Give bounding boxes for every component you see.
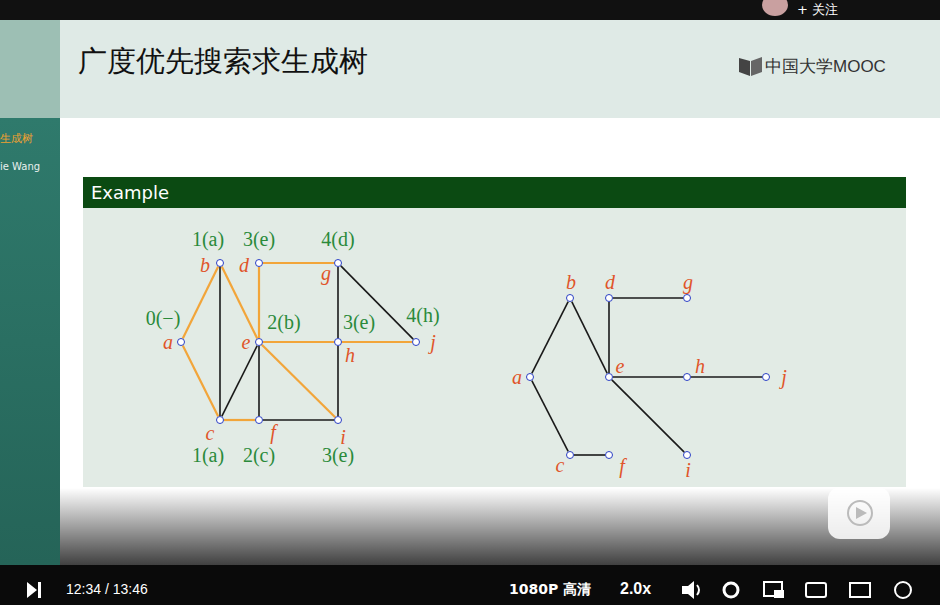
vertex-name: g — [683, 272, 693, 292]
panel-heading: Example — [91, 182, 169, 203]
author-name: ie Wang — [0, 161, 40, 172]
graph-vertex: b — [566, 294, 574, 302]
vertex-name: c — [206, 423, 215, 443]
graph-vertex: j4(h) — [412, 338, 420, 346]
graph-vertex: e2(b) — [255, 338, 263, 346]
graph-edge — [337, 267, 339, 338]
graph-edge — [222, 346, 257, 417]
follow-button: + 关注 — [797, 1, 838, 19]
bfs-label: 0(−) — [146, 308, 181, 328]
bfs-label: 3(e) — [322, 445, 354, 465]
tree-edge — [258, 267, 260, 338]
play-icon — [846, 499, 874, 527]
graph-edge — [574, 454, 605, 456]
tree-edge — [342, 341, 412, 343]
graph-edge — [263, 419, 334, 421]
graph-vertex: h3(e) — [334, 338, 342, 346]
bfs-label: 2(c) — [243, 445, 275, 465]
graph-edge — [613, 297, 683, 299]
graph-edge — [219, 267, 221, 416]
vertex-name: i — [685, 460, 691, 480]
vertex-name: d — [239, 255, 249, 275]
bfs-label: 4(d) — [321, 229, 354, 249]
graph-vertex: g — [683, 294, 691, 302]
graph-vertex: c — [566, 451, 574, 459]
bfs-label: 1(a) — [192, 445, 224, 465]
graph-vertex: f2(c) — [255, 416, 263, 424]
vertex-name: c — [556, 455, 565, 475]
graph-vertex: h — [683, 373, 691, 381]
graph-edge — [258, 346, 260, 416]
bfs-label: 1(a) — [192, 229, 224, 249]
vertex-name: f — [619, 456, 625, 476]
graph-vertex: i — [683, 451, 691, 459]
graph-edge — [532, 381, 568, 452]
vertex-name: a — [163, 332, 173, 352]
vertex-name: i — [340, 427, 346, 447]
graph-edge — [613, 376, 683, 378]
graph-vertex: d3(e) — [255, 259, 263, 267]
graph-edge — [608, 302, 610, 373]
tree-edge — [224, 419, 255, 421]
tree-edge — [263, 341, 334, 343]
bfs-label: 3(e) — [243, 229, 275, 249]
vertex-name: h — [345, 345, 355, 365]
vertex-name: j — [430, 332, 436, 352]
graph-vertex: j — [762, 373, 770, 381]
bfs-label: 3(e) — [343, 312, 375, 332]
tree-edge — [222, 267, 257, 339]
graph-vertex: g4(d) — [334, 259, 342, 267]
vertex-name: j — [781, 367, 787, 387]
graph-vertex: c1(a) — [216, 416, 224, 424]
bottom-shade — [60, 488, 940, 565]
graph-vertex: d — [605, 294, 613, 302]
graph-edge — [532, 302, 568, 374]
graph-vertex: i3(e) — [334, 416, 342, 424]
example-panel: Examplea0(−)b1(a)d3(e)g4(d)e2(b)h3(e)j4(… — [83, 177, 906, 487]
slide-title: 广度优先搜索求生成树 — [78, 42, 368, 82]
vertex-name: f — [270, 422, 276, 442]
quality-button: 1080P 高清 — [509, 581, 591, 599]
vertex-name: e — [616, 356, 625, 376]
bfs-label: 4(h) — [406, 305, 439, 325]
graph-edge — [691, 376, 762, 378]
sidebar — [0, 118, 60, 565]
vertex-name: a — [512, 367, 522, 387]
tree-edge — [183, 346, 218, 417]
graph-vertex: a0(−) — [177, 338, 185, 346]
vertex-name: d — [605, 272, 615, 292]
graph-vertex: b1(a) — [216, 259, 224, 267]
time-display: 12:34 / 13:46 — [66, 581, 148, 597]
graph-edge — [337, 346, 339, 416]
graph-vertex: e — [605, 373, 613, 381]
graph-edge — [572, 302, 607, 374]
logo-text: 中国大学MOOC — [765, 55, 886, 78]
logo-icon — [738, 55, 764, 77]
sidebar-top — [0, 20, 60, 118]
bfs-label: 2(b) — [267, 312, 300, 332]
sidebar-item: 生成树 — [0, 131, 33, 146]
graph-vertex: f — [605, 451, 613, 459]
vertex-name: b — [200, 255, 210, 275]
speed-button: 2.0x — [620, 580, 651, 598]
vertex-name: h — [695, 356, 705, 376]
tree-edge — [183, 267, 218, 339]
graph-edge — [612, 380, 684, 452]
vertex-name: e — [242, 332, 251, 352]
panel-header: Example — [83, 177, 906, 208]
vertex-name: g — [321, 263, 331, 283]
graph-edge — [341, 266, 413, 339]
tree-edge — [262, 345, 335, 417]
graph-vertex: a — [526, 373, 534, 381]
vertex-name: b — [566, 272, 576, 292]
